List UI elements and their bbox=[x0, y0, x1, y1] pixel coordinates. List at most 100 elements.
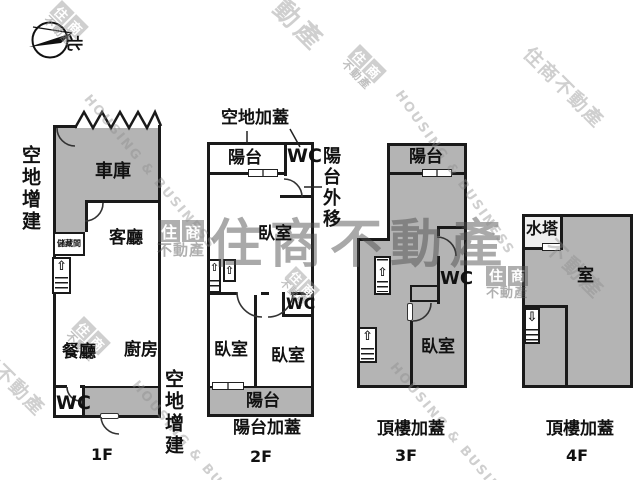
f4-caption: 頂樓加蓋 bbox=[546, 419, 614, 439]
f3-lower-left-wall bbox=[357, 238, 360, 388]
f3-stairs-lower: ⇧ bbox=[358, 327, 377, 363]
f3-wc-top-wall bbox=[437, 226, 467, 229]
f1-living-label: 客廳 bbox=[109, 228, 143, 248]
f1-storage-room: 儲藏間 bbox=[53, 232, 85, 256]
f1-kitchen-label: 廚房 bbox=[124, 340, 158, 360]
f2-stairs-left-rungs bbox=[210, 280, 219, 290]
f1-wall-bottom-a bbox=[53, 415, 101, 418]
f1-entry-door-leaf bbox=[100, 413, 119, 419]
watermark-logo-right: 住 商 不動產 bbox=[486, 266, 528, 300]
f1-wc-right-wall bbox=[82, 385, 85, 415]
f4-stair-wall-h bbox=[522, 305, 568, 308]
f1-garage-label: 車庫 bbox=[95, 161, 131, 182]
f1-wall-top-left bbox=[53, 125, 77, 128]
f4-stairs: ⇩ bbox=[524, 308, 540, 344]
f1-bottom-entry-door-arc bbox=[100, 416, 120, 435]
brand-logo2-char1: 住 bbox=[486, 266, 506, 286]
f1-column-right-wall bbox=[85, 200, 88, 232]
wm-brand-topright: 住商不動產 bbox=[518, 42, 609, 133]
f4-room-label: 室 bbox=[577, 266, 594, 286]
f3-wc-left-wall-b bbox=[437, 256, 440, 304]
f3-wc-left-wall-a bbox=[437, 226, 440, 236]
brand-logo2-char2: 商 bbox=[508, 266, 528, 286]
f4-stair-wall-v bbox=[565, 305, 568, 388]
f2-stairs-right: ⇧ bbox=[223, 259, 236, 282]
f2-divider-c bbox=[291, 292, 314, 295]
f2-wall-bottom bbox=[207, 414, 314, 417]
f2-caption: 陽台加蓋 bbox=[233, 418, 301, 438]
f1-storage-label: 儲藏間 bbox=[57, 238, 81, 248]
f1-bottom-strip-fill bbox=[85, 388, 158, 415]
f3-nook-left bbox=[410, 285, 412, 302]
f3-wall-bottom bbox=[357, 385, 467, 388]
f2-bottom-balcony-fill bbox=[210, 388, 311, 414]
wm-partial-topcenter: 動產 bbox=[266, 0, 331, 58]
brand-logo-char2: 商 bbox=[182, 220, 204, 242]
f2-wctop-left-wall bbox=[284, 142, 287, 176]
f2-divider-b bbox=[261, 292, 269, 295]
f3-stairs-upper-rungs bbox=[376, 281, 389, 292]
f2-right-note: 陽台外移 bbox=[320, 146, 341, 230]
f1-dining-label: 餐廳 bbox=[62, 342, 96, 362]
f3-wall-right bbox=[464, 143, 467, 388]
f3-ledge-wall bbox=[357, 238, 390, 241]
f3-balcony-label: 陽台 bbox=[409, 147, 443, 167]
f1-left-column-fill bbox=[56, 200, 85, 232]
f2-wall-right bbox=[311, 142, 314, 417]
f1-stairs-up-arrow-icon: ⇧ bbox=[56, 259, 67, 274]
f1-left-note: 空地增建 bbox=[19, 145, 41, 233]
f2-stairs-left-up-arrow-icon: ⇧ bbox=[209, 261, 220, 274]
f4-wall-left bbox=[522, 214, 525, 388]
f1-stairs: ⇧ bbox=[52, 257, 71, 294]
f2-bedroom-window bbox=[212, 382, 244, 390]
f4-watertank-label: 水塔 bbox=[526, 219, 559, 238]
f1-wc-top-wall-a bbox=[53, 385, 67, 388]
f3-bedroom-wall bbox=[410, 321, 413, 386]
brand-logo-subtext: 不動產 bbox=[157, 241, 206, 259]
wm-logo-topcenter: 住 商 不動產 bbox=[339, 44, 387, 92]
watermark-logo-center: 住 商 不動產 bbox=[157, 220, 205, 258]
f1-floor-label: 1F bbox=[91, 445, 114, 464]
f2-wc-top-label: WC bbox=[287, 145, 322, 167]
f4-stairs-rungs bbox=[526, 329, 538, 341]
f3-bedroom-label: 臥室 bbox=[421, 337, 455, 357]
f4-watertank-room bbox=[525, 217, 561, 247]
f4-stairs-down-arrow-icon: ⇩ bbox=[526, 310, 538, 325]
f2-divider-door-arc-left bbox=[236, 291, 263, 318]
f1-right-note: 空地增建 bbox=[162, 369, 184, 457]
f2-stairs-left: ⇧ bbox=[208, 259, 221, 293]
f2-floor-label: 2F bbox=[250, 447, 273, 466]
f4-wall-top bbox=[522, 214, 633, 217]
f1-stairs-rungs bbox=[54, 277, 69, 291]
f4-floor-label: 4F bbox=[566, 446, 589, 465]
f3-stairs-lower-rungs bbox=[360, 348, 375, 360]
f4-tank-window bbox=[542, 243, 561, 251]
f3-upper-left-wall bbox=[387, 143, 390, 241]
f2-stairs-right-up-arrow-icon: ⇧ bbox=[224, 264, 235, 277]
f2-balcony2-top-wall bbox=[207, 386, 314, 388]
f1-wall-right bbox=[158, 125, 161, 418]
f3-stairs-lower-up-arrow-icon: ⇧ bbox=[362, 329, 373, 344]
compass-north-label: 北 bbox=[65, 34, 85, 52]
f2-top-note: 空地加蓋 bbox=[221, 108, 289, 128]
f2-divider-a bbox=[207, 292, 237, 295]
f3-stairs-upper-up-arrow-icon: ⇧ bbox=[377, 265, 388, 279]
f3-caption: 頂樓加蓋 bbox=[377, 419, 445, 439]
f3-wc-label: WC bbox=[440, 268, 474, 289]
f2-wall-top bbox=[207, 142, 314, 145]
f4-wall-right bbox=[630, 214, 633, 388]
f2-balcony-top-label: 陽台 bbox=[228, 148, 262, 168]
f1-wall-bottom-b bbox=[119, 415, 161, 418]
f3-stairs-upper: ⇧ bbox=[374, 256, 391, 295]
f3-upper-fill bbox=[390, 146, 464, 241]
brand-logo-char1: 住 bbox=[158, 220, 180, 242]
f4-tank-right-wall bbox=[560, 214, 563, 250]
f1-garage-bottom-wall bbox=[85, 200, 161, 203]
f3-wall-top bbox=[387, 143, 467, 146]
f2-wc-mid-label: WC bbox=[286, 294, 316, 313]
f2-bedroom-right-label: 臥室 bbox=[271, 346, 305, 366]
f1-wc-label: WC bbox=[56, 392, 91, 414]
f2-wctop-bottom-wall bbox=[280, 195, 314, 198]
f1-strip-top-wall bbox=[85, 386, 161, 388]
